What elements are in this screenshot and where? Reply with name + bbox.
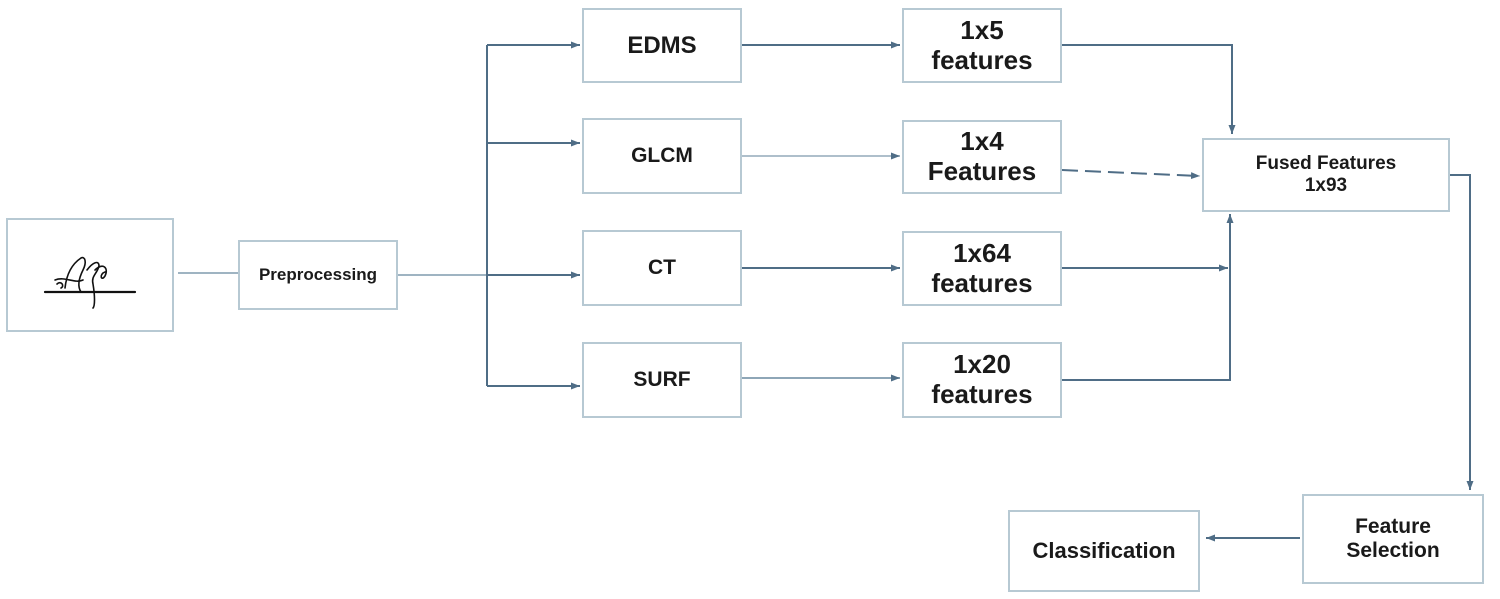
preprocessing-label: Preprocessing [258, 265, 378, 285]
ct-features-label: 1x64 features [931, 237, 1033, 298]
surf-label: SURF [633, 367, 691, 391]
surf-features-label: 1x20 features [931, 349, 1033, 409]
classification-label: Classification [1032, 538, 1176, 564]
glcm-features-box: 1x4 Features [902, 120, 1062, 194]
ct-label: CT [648, 255, 676, 279]
glcm-label: GLCM [631, 143, 693, 167]
edge-fused-to-selection [1450, 174, 1474, 490]
feature-selection-label: Feature Selection [1346, 514, 1440, 562]
signature-image-icon [43, 256, 137, 309]
ct-features-box: 1x64 features [902, 231, 1062, 306]
surf-box: SURF [582, 342, 742, 418]
input-signature-box [6, 218, 174, 332]
edge-f-edms-to-fused [1062, 44, 1236, 134]
edms-features-label: 1x5 features [931, 14, 1033, 75]
classification-box: Classification [1008, 510, 1200, 592]
ct-box: CT [582, 230, 742, 306]
glcm-box: GLCM [582, 118, 742, 194]
feature-selection-box: Feature Selection [1302, 494, 1484, 584]
surf-features-box: 1x20 features [902, 342, 1062, 418]
edms-label: EDMS [627, 31, 697, 59]
glcm-features-label: 1x4 Features [927, 126, 1037, 186]
edms-features-box: 1x5 features [902, 8, 1062, 83]
edge-f-glcm-to-fused [1061, 169, 1201, 180]
edge-f-surf-to-fused [1062, 214, 1234, 381]
fused-features-box: Fused Features 1x93 [1202, 138, 1450, 212]
preprocessing-box: Preprocessing [238, 240, 398, 310]
edms-box: EDMS [582, 8, 742, 83]
fused-features-label: Fused Features 1x93 [1255, 153, 1397, 196]
